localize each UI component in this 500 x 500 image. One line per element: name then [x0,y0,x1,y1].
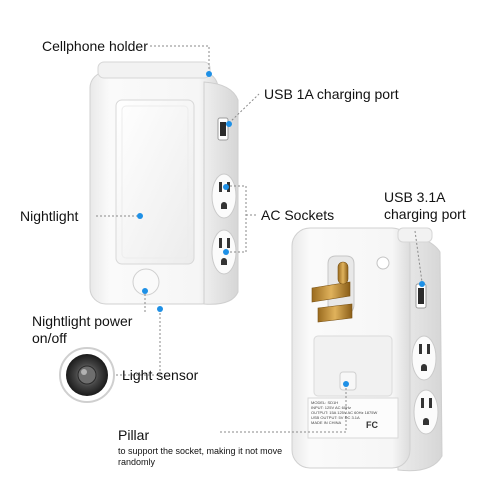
label-line-5: MADE IN CHINA [311,420,342,425]
label-line-1: MODEL: SD1H [311,400,339,405]
back-device [291,227,443,472]
label-line-3: OUTPUT: 15A 125V AC 60Hz 1875W [311,410,378,415]
back-ac-socket-1 [411,335,437,381]
back-ac-socket-2 [413,389,439,435]
light-sensor-inset [59,347,115,403]
label-pillar-description: to support the socket, making it not mov… [118,446,283,467]
label-light-sensor: Light sensor [122,367,199,383]
label-nightlight-power: Nightlight power on/off [32,313,133,346]
label-pillar: Pillar [118,427,150,443]
fc-mark: FC [366,420,378,430]
plug-prongs [311,255,355,323]
label-line-4: USB OUTPUT: 5V DC 3.1A [311,415,360,420]
callout-dots [137,71,425,387]
label-usb-1a-port: USB 1A charging port [264,86,399,102]
label-nightlight: Nightlight [20,208,79,224]
leader-lines [96,45,423,433]
product-info-label: MODEL: SD1H INPUT: 125V AC 60Hz OUTPUT: … [311,400,397,425]
label-usb-31a-port: USB 3.1A charging port [384,189,466,222]
ac-socket-1 [211,173,237,219]
front-device [89,61,239,305]
label-line-2: INPUT: 125V AC 60Hz [311,405,352,410]
label-cellphone-holder: Cellphone holder [42,38,148,54]
label-ac-sockets: AC Sockets [261,207,335,223]
